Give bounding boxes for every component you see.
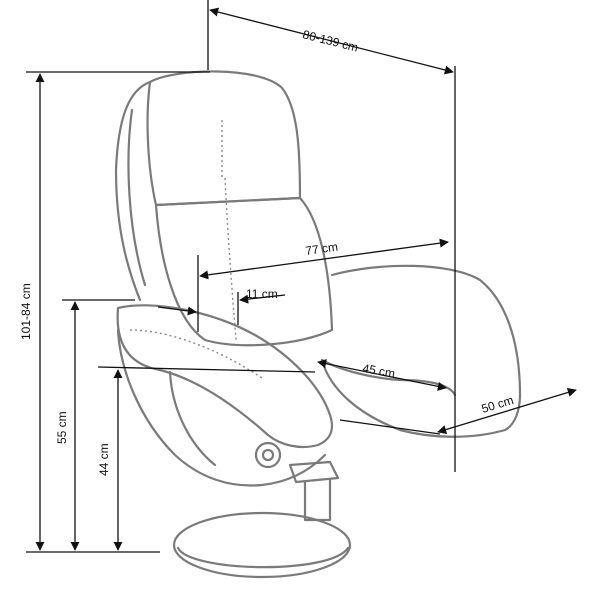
seat-depth-arrow bbox=[199, 238, 449, 280]
headrest bbox=[146, 70, 302, 207]
backrest-inner-line bbox=[127, 108, 147, 287]
side-body-inner bbox=[168, 370, 217, 467]
label-seat-45: 45 cm bbox=[361, 361, 396, 380]
swivel-base bbox=[172, 511, 352, 579]
seat-height-ext-top bbox=[97, 366, 316, 373]
label-height: 101-84 cm bbox=[19, 283, 33, 340]
stem bbox=[303, 478, 332, 522]
label-arm-width: 11 cm bbox=[246, 287, 278, 301]
lever-knob-inner bbox=[261, 448, 275, 462]
width-arrow bbox=[437, 388, 577, 434]
label-seat-depth: 77 cm bbox=[304, 240, 338, 258]
dimension-labels: 80-139 cm 101-84 cm 77 cm 11 cm 45 cm 50… bbox=[19, 27, 515, 476]
mechanism bbox=[288, 460, 340, 484]
armrest-seam bbox=[129, 329, 263, 379]
width-ext bbox=[339, 419, 441, 435]
chair-outline bbox=[114, 70, 522, 579]
label-arm-height: 55 cm bbox=[55, 411, 69, 444]
lever-knob bbox=[254, 441, 282, 469]
dimension-lines bbox=[26, 0, 577, 553]
arm-width-arrow-right bbox=[239, 294, 286, 304]
arm-width-arrow-left bbox=[157, 306, 197, 316]
backrest-outer bbox=[114, 80, 152, 302]
side-body bbox=[116, 328, 327, 487]
label-seat-height: 44 cm bbox=[97, 443, 111, 476]
depth-arrow bbox=[209, 7, 454, 75]
armrest bbox=[116, 304, 334, 449]
label-depth: 80-139 cm bbox=[301, 27, 359, 54]
seat-45-arrow bbox=[317, 359, 447, 391]
swivel-base-rim bbox=[176, 546, 350, 569]
label-width: 50 cm bbox=[480, 393, 515, 416]
back-cushion bbox=[154, 196, 334, 347]
